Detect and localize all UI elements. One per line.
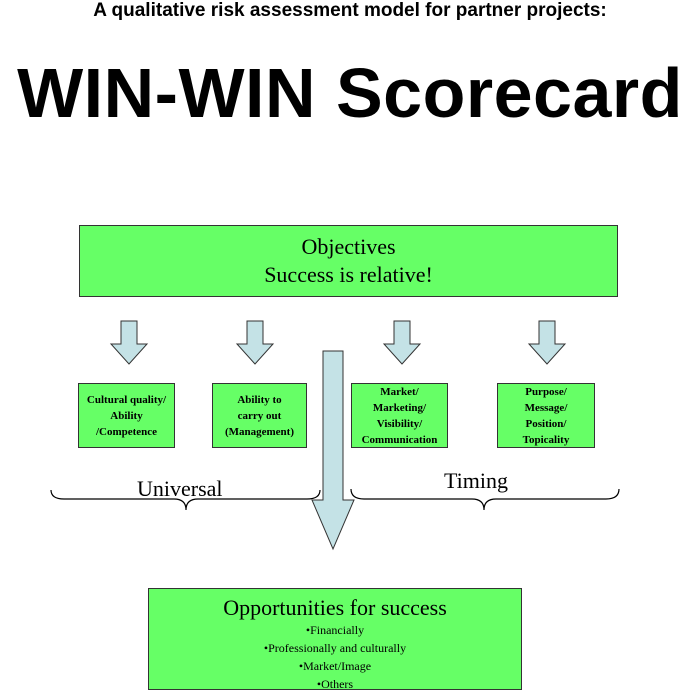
factor-line: Message/	[524, 401, 568, 414]
factor-line: (Management)	[224, 425, 295, 438]
list-item: •Others	[316, 677, 354, 691]
factor-line: Visibility/	[376, 417, 423, 430]
factor-line: Market/	[380, 385, 419, 398]
factor-box-purpose: Purpose/ Message/ Position/ Topicality	[497, 383, 595, 448]
factor-line: carry out	[237, 409, 282, 422]
opportunities-box: Opportunities for success •Financially •…	[148, 588, 522, 693]
objectives-subheading: Success is relative!	[264, 262, 433, 287]
factor-line: Cultural quality/	[86, 393, 167, 406]
factor-box-cultural-quality: Cultural quality/ Ability /Competence	[78, 383, 175, 448]
down-arrow-2	[235, 320, 275, 365]
factor-box-market: Market/ Marketing/ Visibility/ Communica…	[351, 383, 448, 448]
universal-label: Universal	[137, 476, 223, 501]
list-item: •Financially	[305, 623, 365, 637]
factor-line: Ability	[110, 409, 143, 422]
objectives-box: Objectives Success is relative!	[79, 225, 618, 297]
universal-brace	[50, 489, 321, 511]
timing-label: Timing	[444, 468, 509, 493]
factor-box-ability-to-carry-out: Ability to carry out (Management)	[212, 383, 307, 448]
objectives-heading: Objectives	[301, 234, 396, 259]
central-down-arrow	[311, 350, 355, 551]
list-item: •Professionally and culturally	[263, 641, 407, 655]
subtitle: A qualitative risk assessment model for …	[93, 0, 607, 21]
timing-brace	[350, 488, 620, 511]
factor-line: Topicality	[522, 433, 570, 446]
factor-line: Ability to	[237, 393, 282, 406]
factor-line: /Competence	[95, 425, 158, 438]
down-arrow-3	[382, 320, 422, 365]
factor-line: Position/	[525, 417, 567, 430]
page-title: WIN-WIN Scorecard	[17, 54, 683, 132]
factor-line: Purpose/	[525, 385, 567, 398]
down-arrow-1	[109, 320, 149, 365]
factor-line: Marketing/	[372, 401, 427, 414]
opportunities-title: Opportunities for success	[223, 595, 447, 620]
opportunities-list: •Financially •Professionally and cultura…	[264, 621, 406, 693]
down-arrow-4	[527, 320, 567, 365]
factor-line: Communication	[361, 433, 438, 446]
list-item: •Market/Image	[298, 659, 372, 673]
